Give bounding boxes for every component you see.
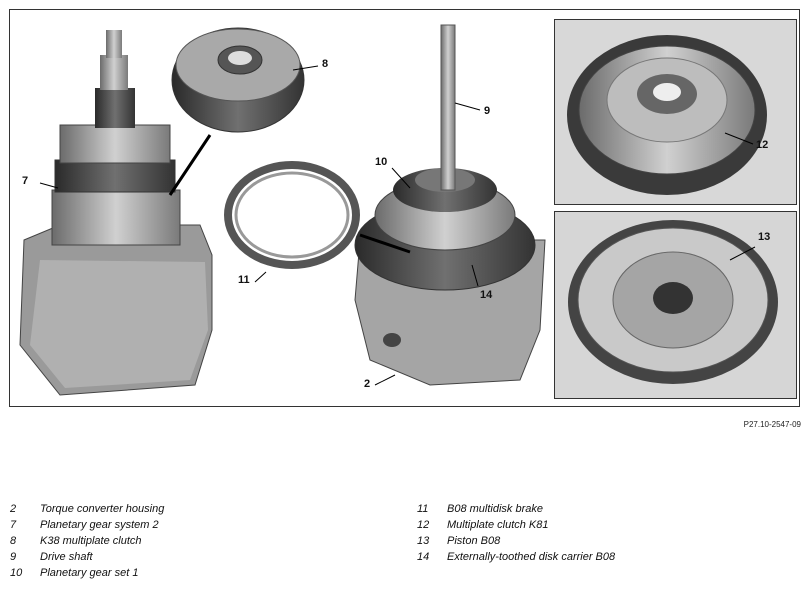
callout-2: 2: [364, 378, 371, 390]
legend-row: 12 Multiplate clutch K81: [417, 519, 615, 535]
callout-10: 10: [375, 156, 388, 168]
legend-number: 10: [10, 567, 23, 579]
callout-8: 8: [322, 58, 329, 70]
legend-text: Multiplate clutch K81: [447, 519, 549, 531]
legend-text: Externally-toothed disk carrier B08: [447, 551, 616, 563]
legend-number: 13: [417, 535, 430, 547]
legend-text: Piston B08: [447, 535, 501, 547]
callout-11: 11: [238, 274, 250, 286]
inset-multiplate-clutch-k81: [554, 19, 797, 205]
legend-number: 7: [10, 519, 17, 531]
callout-13: 13: [758, 231, 771, 243]
center-assembly: [354, 24, 546, 386]
legend-row: 10 Planetary gear set 1: [10, 567, 164, 583]
legend-row: 7 Planetary gear system 2: [10, 519, 164, 535]
legend-row: 9 Drive shaft: [10, 551, 164, 567]
legend-number: 2: [10, 503, 17, 515]
legend-text: B08 multidisk brake: [447, 503, 543, 515]
legend-text: Planetary gear system 2: [40, 519, 159, 531]
legend-right: 11 B08 multidisk brake 12 Multiplate clutc…: [417, 503, 615, 567]
k38-clutch-drawing: [171, 27, 305, 133]
legend-text: Planetary gear set 1: [40, 567, 139, 579]
legend-text: Drive shaft: [40, 551, 93, 563]
legend-row: 14 Externally-toothed disk carrier B08: [417, 551, 615, 567]
leader-lines: [39, 65, 481, 386]
legend-row: 2 Torque converter housing: [10, 503, 164, 519]
legend-row: 8 K38 multiplate clutch: [10, 535, 164, 551]
legend-text: Torque converter housing: [40, 503, 165, 515]
legend-number: 14: [417, 551, 430, 563]
legend-number: 11: [417, 503, 429, 515]
callout-7: 7: [22, 175, 29, 187]
inset-piston-b08: [554, 211, 797, 399]
legend-text: K38 multiplate clutch: [40, 535, 142, 547]
figure-reference: P27.10-2547-09: [743, 420, 801, 429]
legend-row: 11 B08 multidisk brake: [417, 503, 615, 519]
callout-12: 12: [756, 139, 769, 151]
legend-row: 13 Piston B08: [417, 535, 615, 551]
legend-number: 9: [10, 551, 17, 563]
b08-brake-ring: [224, 161, 360, 269]
callout-9: 9: [484, 105, 491, 117]
callout-14: 14: [480, 289, 493, 301]
legend-number: 12: [417, 519, 430, 531]
left-assembly: [19, 30, 213, 396]
legend-number: 8: [10, 535, 17, 547]
